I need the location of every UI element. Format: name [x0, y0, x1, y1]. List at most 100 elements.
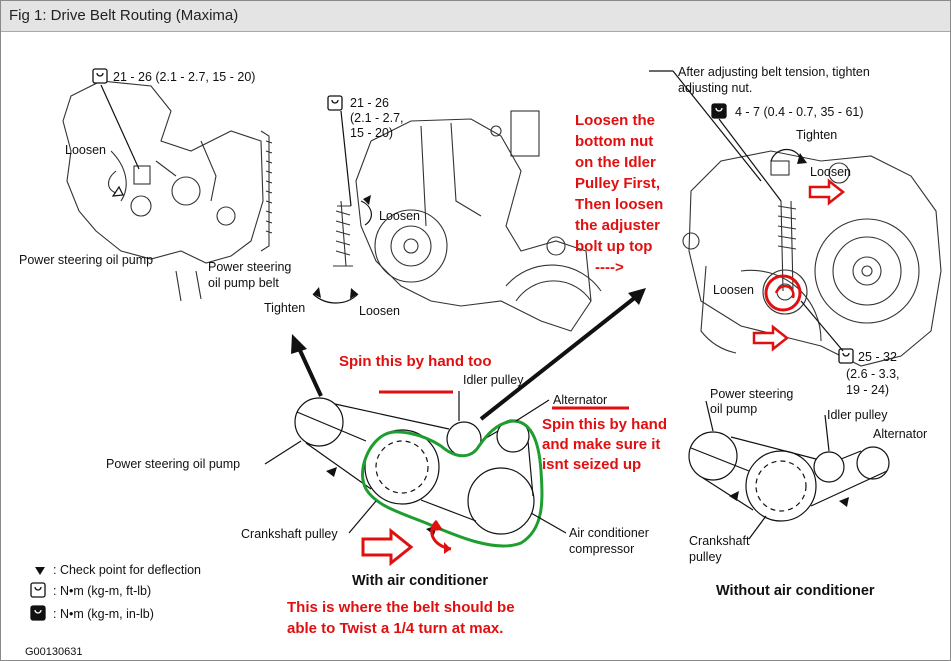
ps-pump-engine-sketch [62, 80, 273, 302]
pointer-arrowhead [628, 288, 646, 305]
right-engine-sketch [682, 148, 942, 367]
torque-right-label: 4 - 7 (0.4 - 0.7, 35 - 61) [735, 105, 864, 119]
ps-oil-pump-label: Power steering oil pump [19, 253, 153, 267]
middle-engine-sketch [333, 110, 602, 332]
loosen-ps-label: Loosen [65, 143, 106, 157]
check-point-icon [35, 567, 45, 575]
loosen-lower-label: Loosen [359, 304, 400, 318]
nm-in-lb-icon [30, 605, 46, 621]
torque-mid-line1: 21 - 26 [350, 96, 389, 110]
torque-icon-right [711, 103, 727, 119]
twist-note-line1: This is where the belt should be [287, 599, 515, 616]
noac-crank-line1: Crankshaft [689, 534, 750, 548]
legend-nm-ft-label: : N•m (kg-m, ft-lb) [53, 584, 151, 598]
noac-idler-pulley [813, 451, 845, 483]
leader-line [515, 399, 550, 422]
loosen-mid-label: Loosen [379, 209, 420, 223]
leader-line [705, 400, 714, 432]
leader-line [748, 515, 767, 540]
spin-alt-line1: Spin this by hand [542, 416, 667, 433]
leader-line [800, 300, 844, 352]
red-twist-arrowheads [431, 521, 451, 554]
loosen-note-line6: the adjuster [575, 217, 660, 234]
title-bar: Fig 1: Drive Belt Routing (Maxima) [1, 1, 950, 32]
noac-ps-line2: oil pump [710, 402, 757, 416]
pointer-arrow-up-left [296, 345, 323, 397]
twist-note-line2: able to Twist a 1/4 turn at max. [287, 620, 503, 637]
belt-highlight-loop [361, 419, 544, 548]
noac-alternator-pulley [856, 446, 890, 480]
figure-title: Fig 1: Drive Belt Routing (Maxima) [9, 7, 239, 24]
loosen-note-line5: Then loosen [575, 196, 663, 213]
tighten-ps-label: Tighten [264, 301, 305, 315]
ac-compressor-line2: compressor [569, 542, 634, 556]
noac-idler-label: Idler pulley [827, 408, 888, 422]
torque-r2-line1: 25 - 32 [858, 350, 897, 364]
torque-r2-line2: (2.6 - 3.3, [846, 367, 900, 381]
spin-alt-line3: isnt seized up [542, 456, 641, 473]
figure-code: G00130631 [25, 646, 83, 658]
alternator-label: Alternator [553, 393, 607, 407]
idler-pulley-label: Idler pulley [463, 373, 524, 387]
noac-crank-line2: pulley [689, 550, 722, 564]
crankshaft-pulley-label: Crankshaft pulley [241, 527, 338, 541]
torque-icon-right2 [838, 348, 854, 364]
red-arrow-idler-nut [752, 324, 790, 352]
loosen-note-line3: on the Idler [575, 154, 656, 171]
leader-line [340, 110, 352, 207]
noac-ps-pulley [688, 431, 738, 481]
noac-alt-label: Alternator [873, 427, 927, 441]
ps-belt-label-line2: oil pump belt [208, 276, 279, 290]
noac-ps-line1: Power steering [710, 387, 793, 401]
torque-r2-line3: 19 - 24) [846, 383, 889, 397]
loosen-note: Loosen the bottom nut on the Idler Pulle… [575, 112, 663, 276]
leader-line [824, 414, 830, 452]
spin-alt-line2: and make sure it [542, 436, 660, 453]
torque-ps-label: 21 - 26 (2.1 - 2.7, 15 - 20) [113, 70, 255, 84]
torque-icon-ps [92, 68, 108, 84]
after-adjust-line1: After adjusting belt tension, tighten [678, 65, 870, 79]
leader-line [264, 440, 302, 465]
legend-check-label: : Check point for deflection [53, 563, 201, 577]
nm-ft-lb-icon [30, 582, 46, 598]
without-ac-belt-diagram [688, 431, 890, 522]
loosen-note-line1: Loosen the [575, 112, 655, 129]
torque-mid-line3: 15 - 20) [350, 126, 393, 140]
adjust-arrow-icon [312, 293, 359, 304]
loosen-right2-label: Loosen [713, 283, 754, 297]
spin-idler-note: Spin this by hand too [339, 353, 492, 370]
crankshaft-inner [375, 440, 429, 494]
pointer-arrowhead [291, 334, 307, 354]
ps-oil-pump-ac-label: Power steering oil pump [106, 457, 240, 471]
pointer-arrow-up-right [479, 294, 639, 421]
loosen-note-line4: Pulley First, [575, 175, 660, 192]
leader-line [348, 500, 377, 534]
leader-line [530, 512, 567, 534]
ps-belt-label-line1: Power steering [208, 260, 291, 274]
crankshaft-pulley [364, 429, 440, 505]
without-ac-caption: Without air conditioner [716, 583, 875, 599]
after-adjust-line2: adjusting nut. [678, 81, 752, 95]
red-arrow-deflection [361, 527, 414, 567]
red-circle-idler-nut [764, 274, 802, 312]
loosen-right-label: Loosen [810, 165, 851, 179]
with-ac-caption: With air conditioner [352, 573, 488, 589]
torque-icon-mid [327, 95, 343, 111]
leader-line [100, 84, 140, 170]
tighten-right-label: Tighten [796, 128, 837, 142]
loosen-note-line2: bottom nut [575, 133, 653, 150]
noac-crankshaft-pulley [745, 450, 817, 522]
legend-nm-in-label: : N•m (kg-m, in-lb) [53, 607, 154, 621]
adjust-arrowheads [313, 287, 358, 299]
with-ac-belt-diagram [294, 397, 535, 535]
leader-line [718, 118, 782, 202]
leader-line [649, 70, 762, 182]
loosen-note-line7: bolt up top [575, 238, 652, 255]
ac-compressor-line1: Air conditioner [569, 526, 649, 540]
red-rotate-icon [774, 284, 795, 299]
ac-compressor-pulley [467, 467, 535, 535]
ps-pump-pulley [294, 397, 344, 447]
torque-mid-line2: (2.1 - 2.7, [350, 111, 404, 125]
